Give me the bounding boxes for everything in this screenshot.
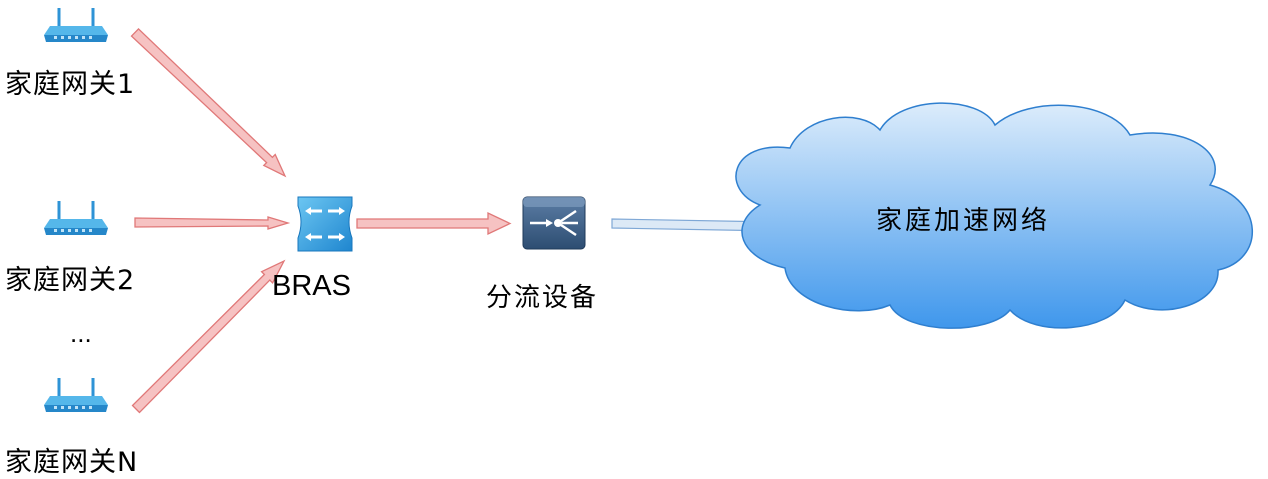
gatewayN-icon: [42, 376, 110, 414]
bras-icon: [297, 196, 353, 252]
cloud-label: 家庭加速网络: [876, 206, 1051, 236]
gateway1-to-bras-arrow: [130, 27, 287, 178]
bras-to-splitter-arrow: [356, 211, 512, 236]
splitter-label: 分流设备: [486, 283, 599, 313]
gatewayN-label: 家庭网关N: [5, 447, 139, 478]
gateway1-icon: [42, 6, 110, 44]
bras-label: BRAS: [272, 270, 351, 302]
ellipsis-label: ...: [70, 318, 92, 348]
gateway1-label: 家庭网关1: [5, 69, 136, 100]
gateway2-label: 家庭网关2: [5, 265, 136, 296]
cloud-icon: [735, 102, 1254, 329]
splitter-device-icon: [522, 196, 586, 250]
gateway2-to-bras-arrow: [134, 216, 291, 230]
gateway2-icon: [42, 199, 110, 237]
gatewayN-to-bras-arrow: [131, 259, 286, 414]
